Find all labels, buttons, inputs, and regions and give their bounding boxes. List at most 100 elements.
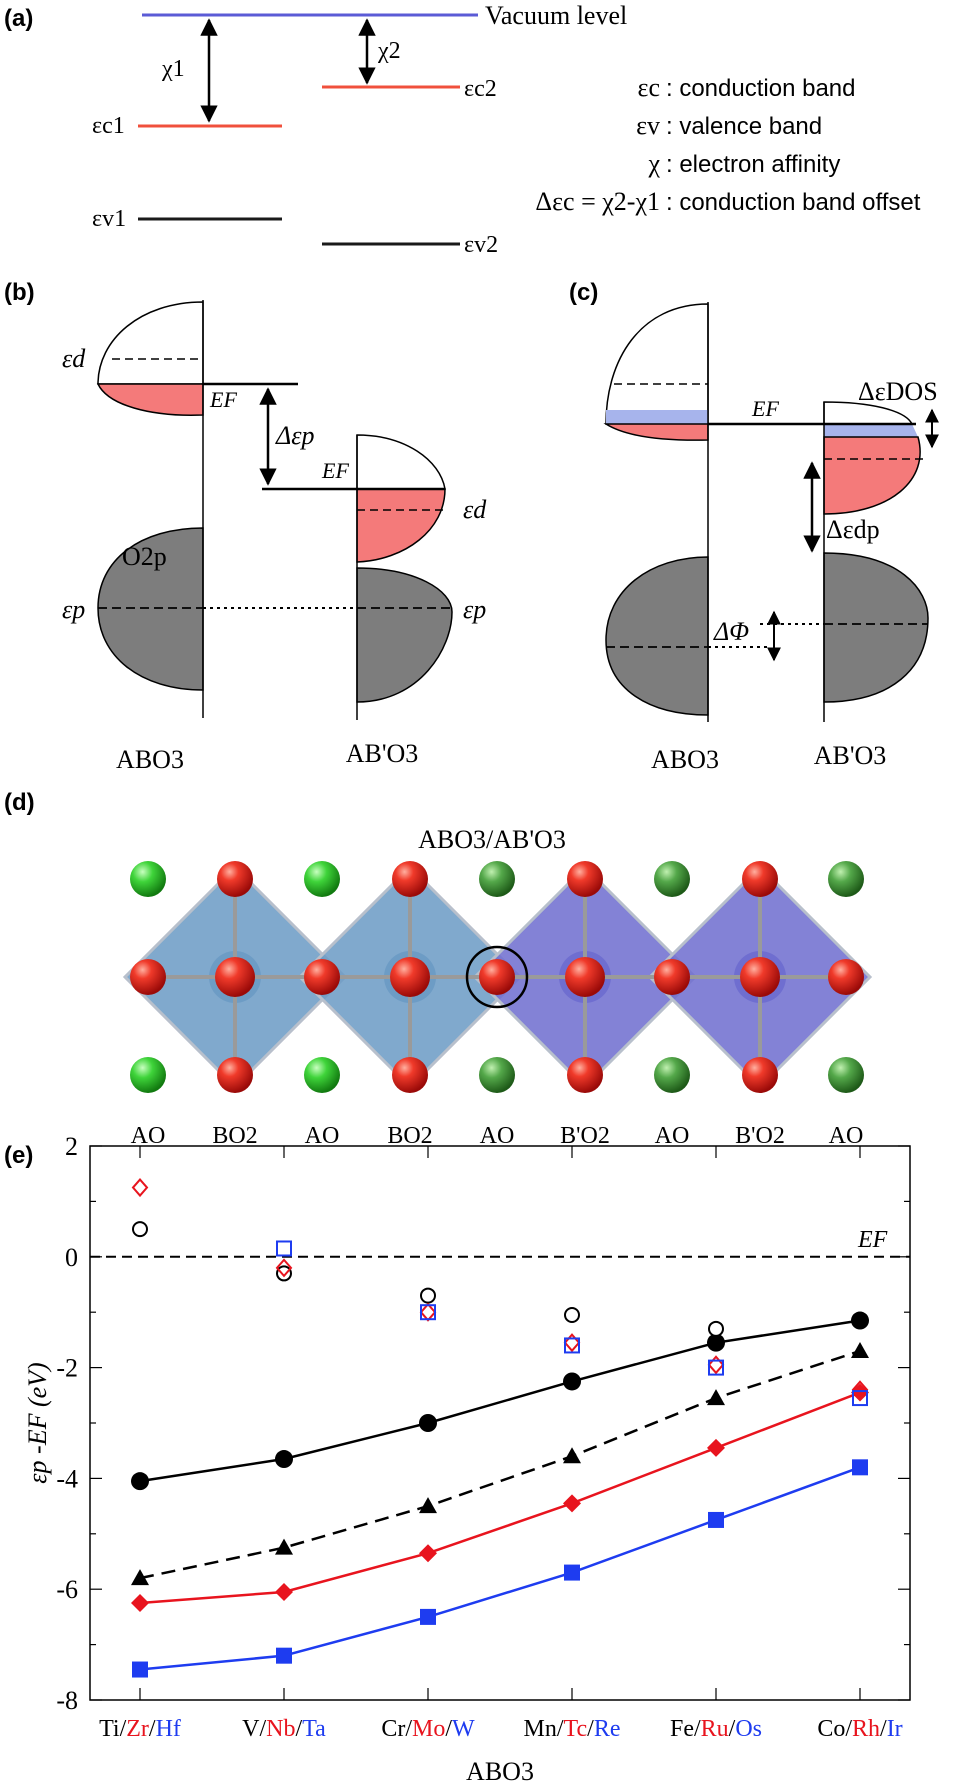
a-cation-atom xyxy=(828,1057,864,1093)
right-o2p-band xyxy=(356,567,453,703)
x-tick-label: Fe/Ru/Os xyxy=(670,1716,762,1742)
data-point xyxy=(852,1459,868,1476)
data-point xyxy=(132,1661,148,1678)
y-axis-label: εp -EF (eV) xyxy=(23,1362,52,1483)
data-point xyxy=(564,1306,580,1323)
legend-symbol-3: Δεc = χ2-χ1 xyxy=(535,187,660,216)
data-point xyxy=(708,1320,724,1337)
c-left-material-label: ABO3 xyxy=(651,745,719,774)
vacuum-level-label: Vacuum level xyxy=(485,1,627,30)
left-ep-label: εp xyxy=(62,595,85,624)
x-tick-label: Co/Rh/Ir xyxy=(817,1716,902,1742)
data-point xyxy=(708,1511,724,1528)
right-ep-label: εp xyxy=(463,595,486,624)
oxygen-atom xyxy=(654,959,690,995)
panel-label-a: (a) xyxy=(4,5,33,32)
a-cation-atom xyxy=(828,861,864,897)
legend-desc-0: : conduction band xyxy=(666,75,855,102)
data-point xyxy=(276,1240,292,1257)
c-left-d-band-empty xyxy=(605,303,709,425)
delta-phi-label: ΔΦ xyxy=(713,617,749,646)
layer-label: AO xyxy=(480,1123,515,1149)
legend-desc-2: : electron affinity xyxy=(666,151,840,178)
left-d-band-empty xyxy=(97,301,204,385)
data-point xyxy=(419,1497,437,1514)
data-point xyxy=(419,1414,437,1432)
layer-label: AO xyxy=(305,1123,340,1149)
panel-label-b: (b) xyxy=(4,279,35,306)
data-point xyxy=(707,1438,725,1457)
ec2-label: εc2 xyxy=(464,76,497,102)
panel-label-d: (d) xyxy=(4,789,35,816)
oxygen-atom xyxy=(217,1057,253,1093)
oxygen-atom xyxy=(742,861,778,897)
a-cation-atom xyxy=(304,861,340,897)
chi2-label: χ2 xyxy=(377,38,401,64)
legend-desc-1: : valence band xyxy=(666,113,822,140)
a-cation-atom xyxy=(479,1057,515,1093)
data-point xyxy=(420,1304,436,1321)
oxygen-atom xyxy=(392,1057,428,1093)
data-point xyxy=(563,1333,581,1353)
data-point xyxy=(564,1337,580,1354)
fermi-level-label: EF xyxy=(857,1227,888,1253)
layer-label: B'O2 xyxy=(735,1123,785,1149)
panel-d-title: ABO3/AB'O3 xyxy=(418,825,566,854)
c-ef-label: EF xyxy=(751,396,779,421)
delta-ep-label: Δεp xyxy=(275,421,315,450)
data-point xyxy=(420,1287,436,1304)
c-left-o2p-band xyxy=(605,556,709,716)
oxygen-atom xyxy=(742,1057,778,1093)
ec1-label: εc1 xyxy=(92,113,125,139)
right-ed-label: εd xyxy=(463,495,487,524)
c-right-material-label: AB'O3 xyxy=(814,741,887,770)
series-line xyxy=(139,1391,861,1605)
left-d-band-filled xyxy=(96,383,204,416)
interface-oxygen-highlight xyxy=(465,945,529,1009)
data-point xyxy=(708,1359,724,1376)
data-point xyxy=(851,1341,869,1358)
y-tick-label: -2 xyxy=(56,1354,78,1383)
y-tick-label: -4 xyxy=(56,1464,78,1493)
c-right-d-band-red xyxy=(823,436,921,515)
c-left-d-band-red xyxy=(603,423,709,441)
a-cation-atom xyxy=(130,861,166,897)
a-cation-atom xyxy=(130,1057,166,1093)
y-tick-label: 0 xyxy=(65,1243,78,1272)
oxygen-atom xyxy=(304,959,340,995)
layer-label: BO2 xyxy=(212,1123,257,1149)
c-right-d-band-blue xyxy=(824,424,918,437)
panel-b: (b) εd EF Δεp EF εd O2p εp εp ABO3 AB'O3 xyxy=(4,279,487,774)
data-point xyxy=(707,1389,725,1406)
series-line xyxy=(139,1319,861,1483)
legend-symbol-0: εc xyxy=(638,73,660,102)
o2p-label: O2p xyxy=(122,542,167,571)
data-point xyxy=(563,1447,581,1464)
panel-c: (c) EF ΔεDOS Δεdp ΔΦ ABO3 AB'O3 xyxy=(569,279,939,774)
x-tick-label: Ti/Zr/Hf xyxy=(99,1716,181,1742)
y-tick-label: 2 xyxy=(65,1132,78,1161)
data-point xyxy=(852,1390,868,1407)
panel-a: (a) Vacuum level χ1 χ2 εc1 εc2 εv1 εv2 ε… xyxy=(4,1,921,258)
ev1-label: εv1 xyxy=(92,206,126,232)
a-cation-atom xyxy=(654,1057,690,1093)
right-d-band-empty xyxy=(356,434,446,490)
data-point xyxy=(275,1582,293,1601)
data-point xyxy=(851,1380,869,1400)
a-cation-atom xyxy=(304,1057,340,1093)
oxygen-atom xyxy=(217,861,253,897)
panel-label-c: (c) xyxy=(569,279,598,306)
data-point xyxy=(131,1594,149,1613)
legend-desc-3: : conduction band offset xyxy=(666,189,921,216)
legend-symbol-1: εv xyxy=(636,111,660,140)
data-point xyxy=(851,1311,869,1330)
c-left-d-band-blue xyxy=(606,410,708,424)
data-point xyxy=(131,1178,149,1198)
data-point xyxy=(131,1569,149,1586)
b-cation-atom xyxy=(215,957,255,997)
oxygen-atom xyxy=(479,959,515,995)
